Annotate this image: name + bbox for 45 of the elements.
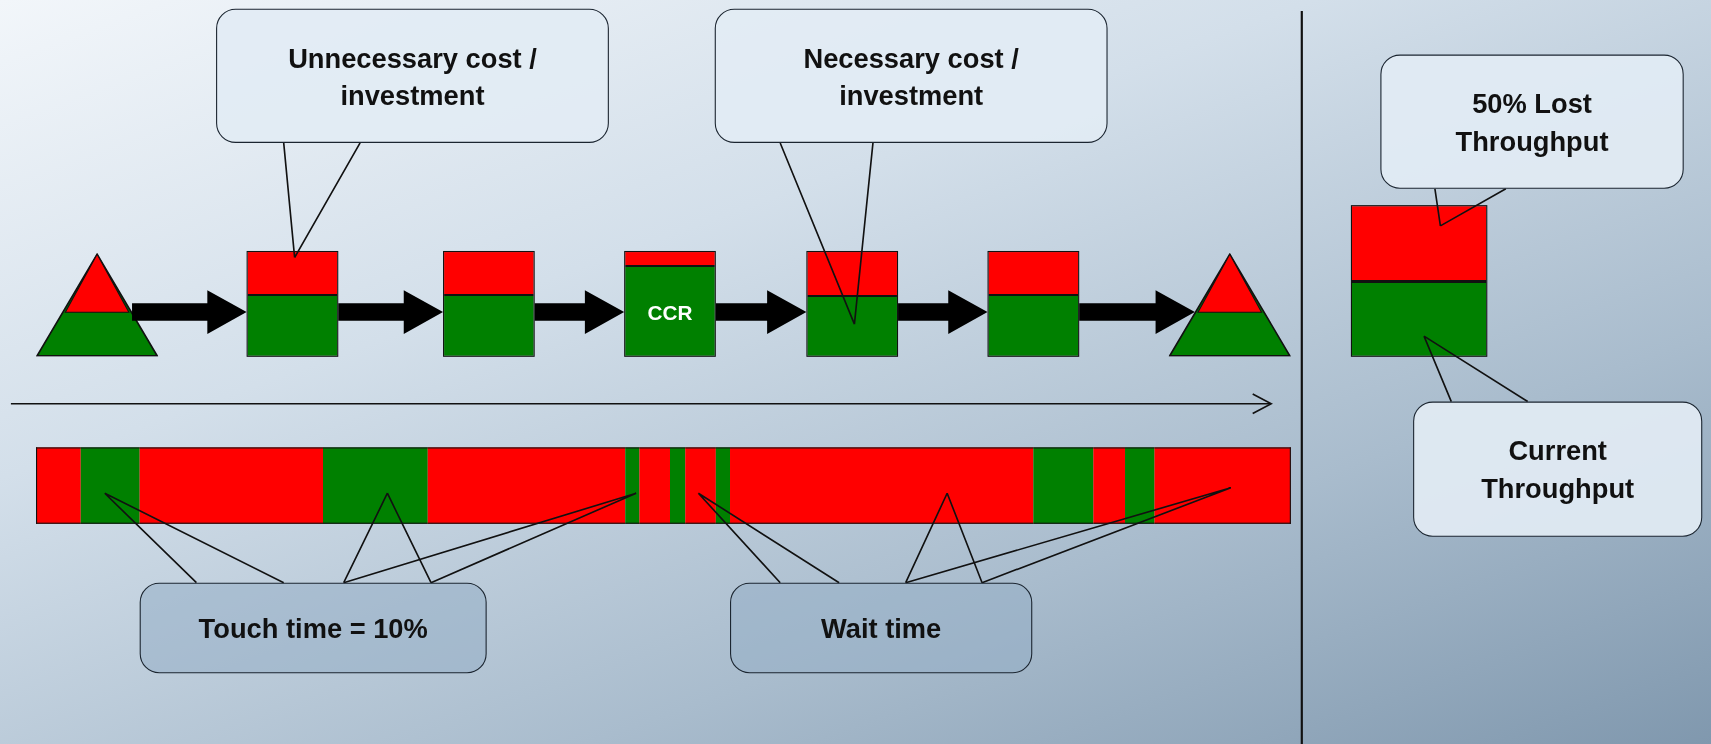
leader-line [282, 142, 361, 259]
arrow [534, 290, 625, 334]
process-box [443, 251, 535, 357]
time-segment [139, 447, 323, 524]
time-segment [715, 447, 730, 524]
callout: Current Throughput [1413, 401, 1703, 537]
process-box [987, 251, 1080, 357]
process-box [624, 251, 716, 357]
process-box [806, 251, 899, 357]
triangle-symbol [36, 253, 159, 357]
time-segment [80, 447, 140, 524]
leader-line [904, 486, 1232, 584]
arrow [898, 290, 988, 334]
time-segment [1093, 447, 1126, 524]
callout: Wait time [730, 582, 1033, 674]
leader-line [103, 492, 285, 584]
time-segment [670, 447, 686, 524]
time-segment [323, 447, 428, 524]
time-segment [625, 447, 640, 524]
triangle-symbol [1168, 253, 1291, 357]
leader-line [342, 492, 432, 584]
leader-line [697, 492, 840, 584]
time-segment [685, 447, 716, 524]
callout: Necessary cost / investment [714, 8, 1108, 143]
process-box [246, 251, 339, 357]
arrow [715, 290, 807, 334]
process-box [1350, 205, 1488, 357]
callout: Unnecessary cost / investment [216, 8, 609, 143]
time-segment [1125, 447, 1155, 524]
time-segment [36, 447, 81, 524]
leader-line [904, 492, 983, 584]
box-label: CCR [647, 300, 693, 325]
time-segment [730, 447, 1034, 524]
arrow [132, 290, 247, 334]
callout: Touch time = 10% [139, 582, 487, 674]
time-segment [427, 447, 626, 524]
arrow [338, 290, 444, 334]
leader-line [1423, 335, 1529, 403]
leader-line [779, 142, 874, 325]
arrow [1079, 290, 1195, 334]
time-segment [639, 447, 670, 524]
callout: 50% Lost Throughput [1380, 54, 1684, 189]
time-segment [1154, 447, 1291, 524]
time-segment [1033, 447, 1094, 524]
leader-line [342, 492, 637, 584]
